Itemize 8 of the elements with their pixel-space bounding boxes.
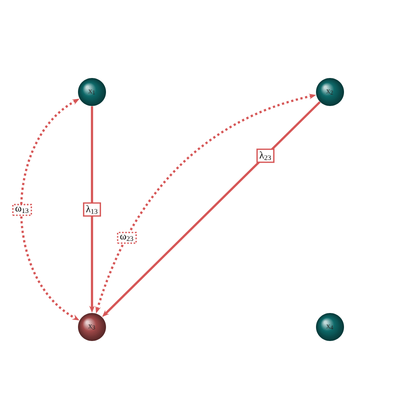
sphere: x$_{3}$ [78, 313, 106, 341]
edge-label: ω$_{23}$ [116, 232, 137, 244]
sphere: x$_{4}$ [316, 313, 344, 341]
sphere: x$_{2}$ [316, 78, 344, 106]
edge-label: ω$_{13}$ [12, 204, 32, 216]
edge-label: λ$_{13}$ [82, 202, 102, 217]
sphere: x$_{1}$ [78, 78, 106, 106]
edge-label: λ$_{23}$ [256, 148, 274, 163]
